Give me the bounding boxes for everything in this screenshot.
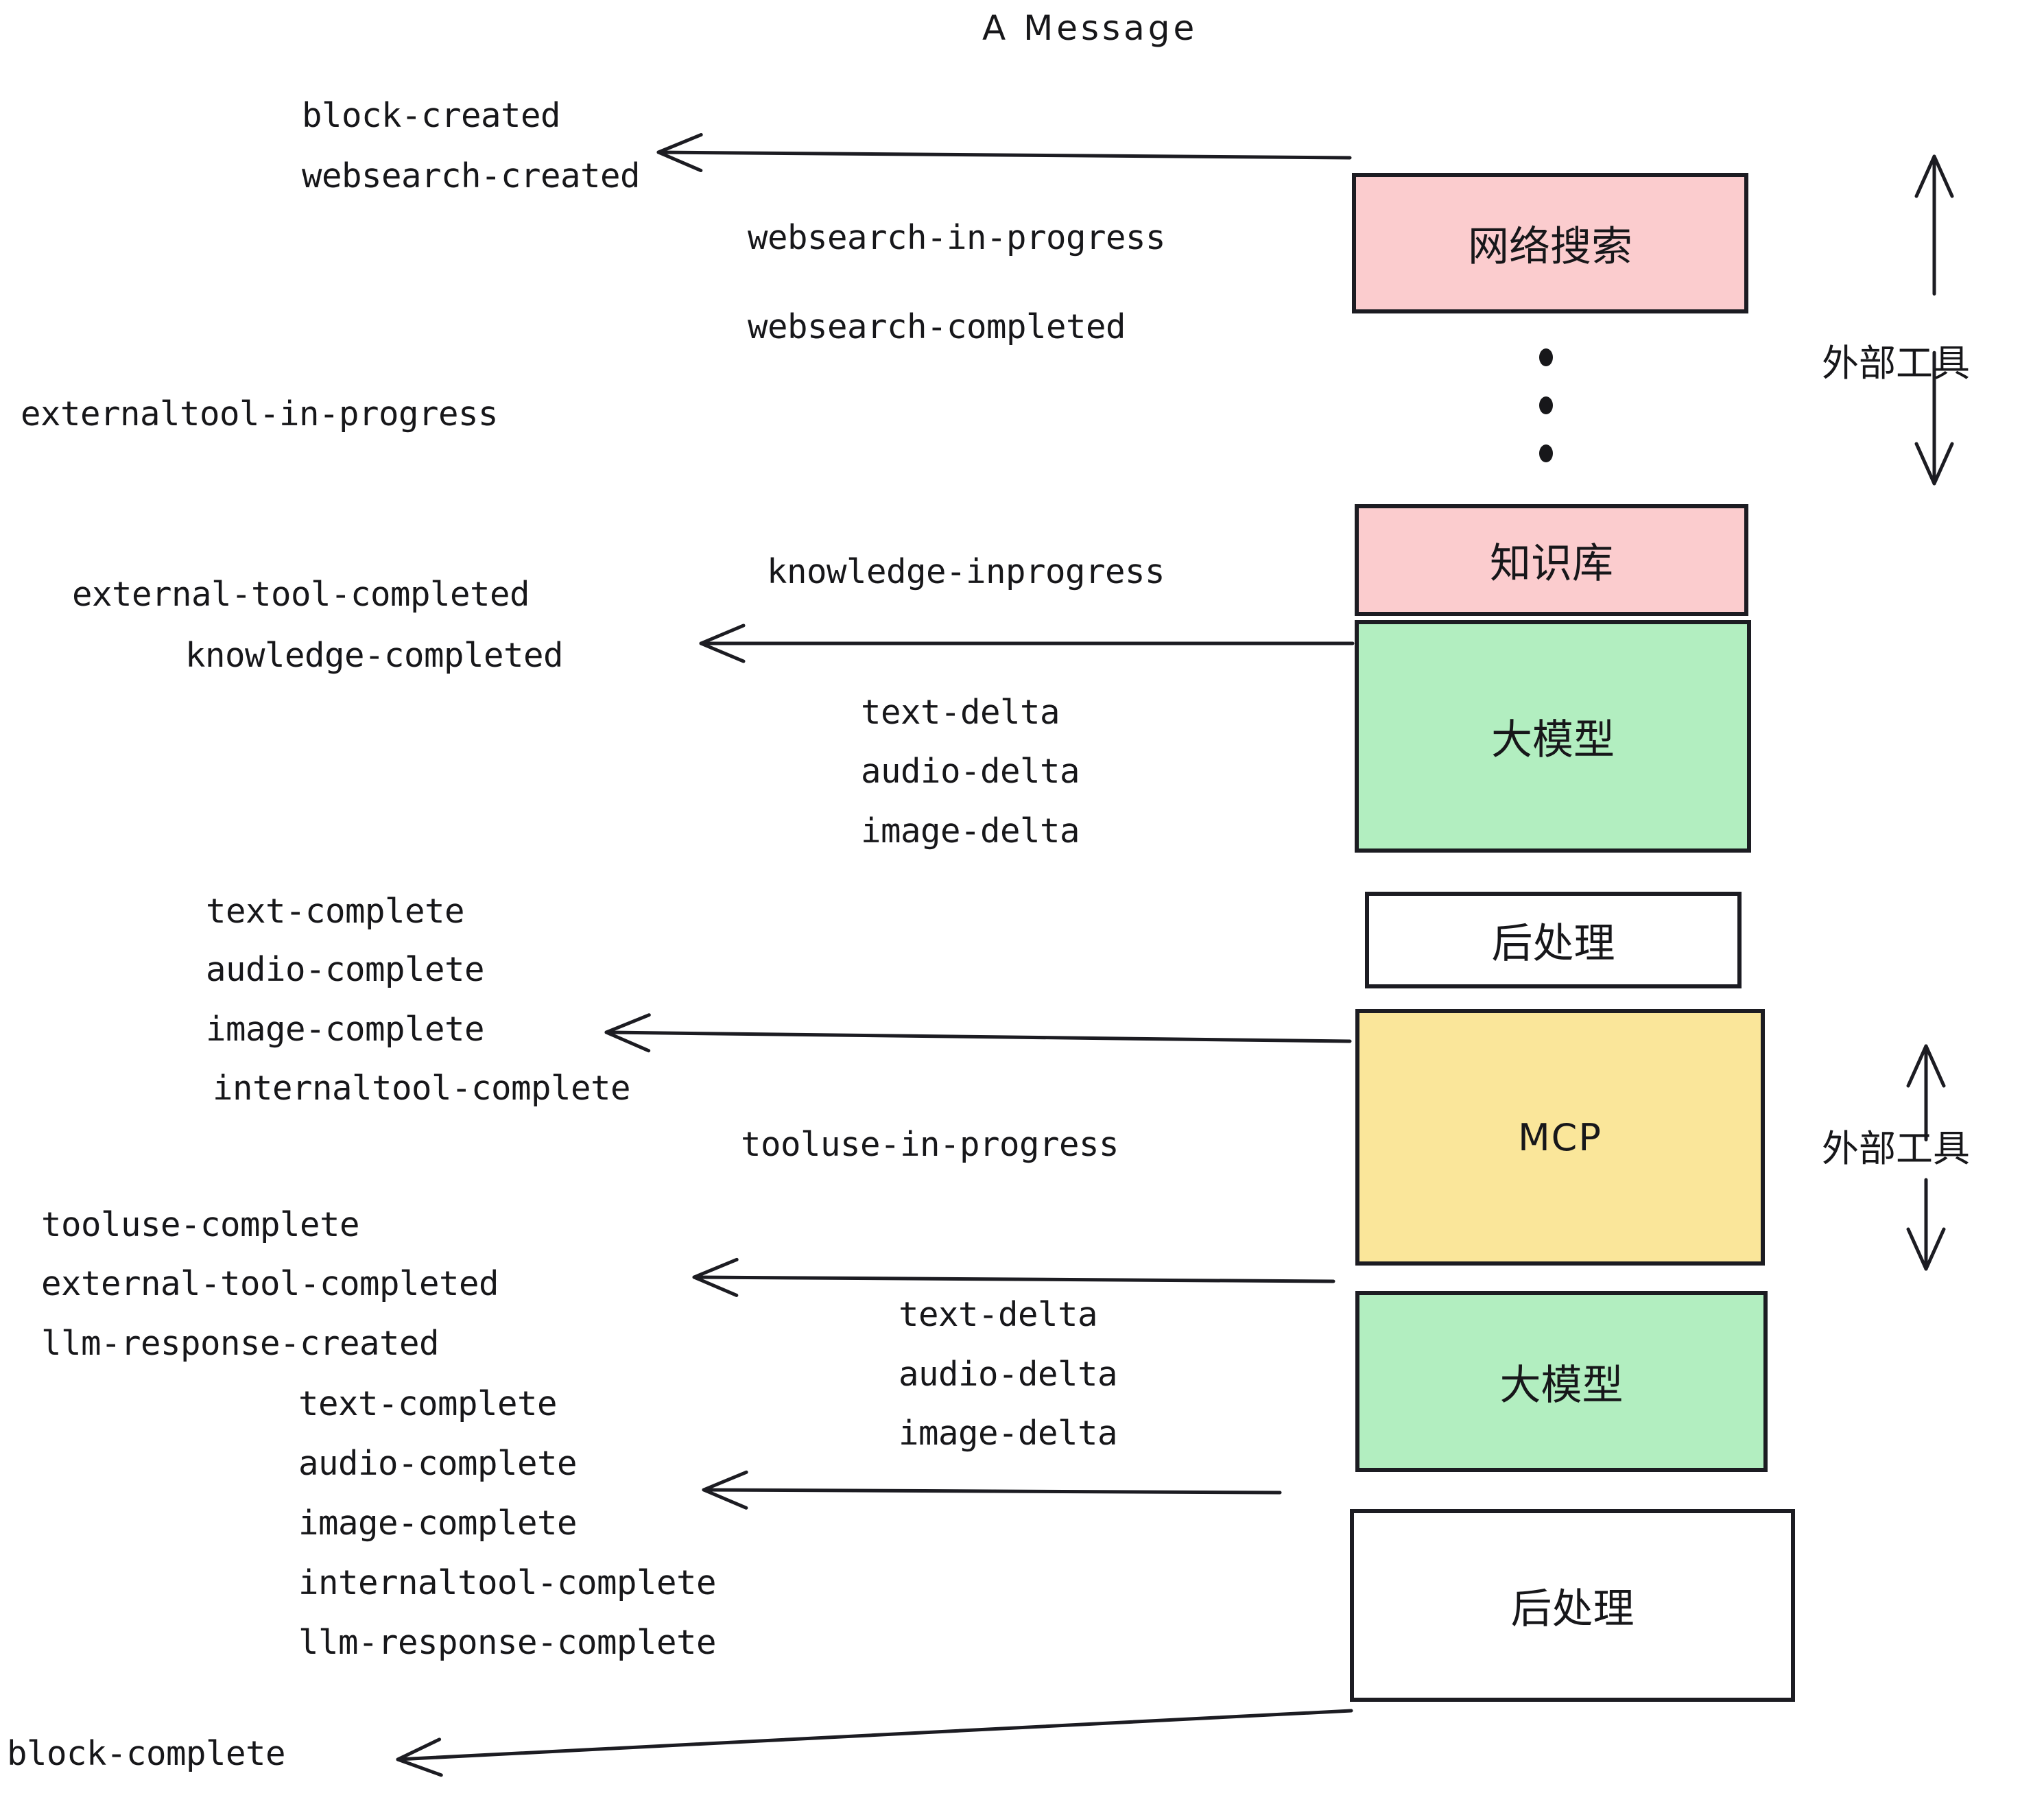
event-label-tooluse-in-progress: tooluse-in-progress bbox=[741, 1125, 1119, 1164]
event-label-text-complete-1: text-complete bbox=[206, 892, 465, 931]
node-box-llm-1: 大模型 bbox=[1355, 620, 1751, 853]
ellipsis-dot-1 bbox=[1539, 348, 1553, 366]
event-label-tooluse-complete: tooluse-complete bbox=[41, 1205, 360, 1244]
node-box-label: 知识库 bbox=[1490, 540, 1613, 588]
event-label-image-complete-2: image-complete bbox=[298, 1504, 578, 1543]
event-label-text-delta-2: text-delta bbox=[899, 1295, 1098, 1334]
event-label-image-delta-2: image-delta bbox=[899, 1414, 1118, 1453]
arrow-audio-complete bbox=[702, 1488, 1282, 1495]
node-box-label: 网络搜索 bbox=[1468, 223, 1632, 271]
arrow-block-complete-head bbox=[396, 1737, 443, 1777]
arrow-block-complete bbox=[396, 1709, 1353, 1761]
event-label-external-tool-completed-2: external-tool-completed bbox=[41, 1264, 499, 1303]
event-label-image-complete-1: image-complete bbox=[206, 1010, 485, 1049]
page-title: A Message bbox=[982, 8, 1198, 48]
arrow-tooluse-complete-head bbox=[692, 1257, 739, 1297]
side-label-external-tools-bottom: 外部工具 bbox=[1822, 1127, 1970, 1170]
external-tools-arrow-bottom-head bbox=[1906, 1227, 1946, 1271]
event-label-websearch-completed: websearch-completed bbox=[748, 307, 1126, 346]
event-label-audio-complete-1: audio-complete bbox=[206, 950, 485, 989]
node-box-label: 大模型 bbox=[1491, 716, 1615, 764]
ellipsis-dot-3 bbox=[1539, 444, 1553, 462]
event-label-image-delta-1: image-delta bbox=[861, 811, 1080, 851]
node-box-mcp: MCP bbox=[1355, 1009, 1765, 1266]
event-label-externaltool-in-progress: externaltool-in-progress bbox=[21, 394, 499, 434]
node-box-label: 后处理 bbox=[1491, 920, 1615, 968]
event-label-llm-response-created: llm-response-created bbox=[41, 1324, 440, 1363]
event-label-audio-complete-2: audio-complete bbox=[298, 1444, 578, 1483]
arrow-image-complete-head bbox=[604, 1013, 651, 1053]
side-label-external-tools-top: 外部工具 bbox=[1822, 342, 1970, 385]
arrow-block-created bbox=[656, 150, 1352, 160]
node-box-websearch: 网络搜索 bbox=[1352, 173, 1748, 313]
event-label-audio-delta-2: audio-delta bbox=[899, 1355, 1118, 1394]
external-tools-arrow-bottom-head bbox=[1906, 1044, 1946, 1088]
node-box-label: MCP bbox=[1518, 1115, 1602, 1159]
event-label-knowledge-inprogress: knowledge-inprogress bbox=[767, 552, 1165, 591]
event-label-text-complete-2: text-complete bbox=[298, 1384, 558, 1423]
event-label-block-created: block-created bbox=[302, 96, 561, 135]
event-label-internaltool-complete-1: internaltool-complete bbox=[213, 1069, 631, 1108]
event-label-internaltool-complete-2: internaltool-complete bbox=[298, 1563, 717, 1602]
ellipsis-dot-2 bbox=[1539, 396, 1553, 414]
event-label-llm-response-complete: llm-response-complete bbox=[298, 1623, 717, 1662]
event-label-websearch-in-progress: websearch-in-progress bbox=[748, 218, 1166, 257]
external-tools-arrow-top-head bbox=[1914, 442, 1954, 486]
arrow-tooluse-complete bbox=[692, 1275, 1335, 1283]
arrow-block-created-head bbox=[656, 132, 703, 173]
node-box-llm-2: 大模型 bbox=[1355, 1291, 1768, 1472]
node-box-label: 后处理 bbox=[1510, 1585, 1635, 1633]
event-label-block-complete: block-complete bbox=[7, 1734, 286, 1773]
event-label-knowledge-completed: knowledge-completed bbox=[185, 636, 564, 675]
event-label-external-tool-completed-1: external-tool-completed bbox=[72, 575, 530, 614]
external-tools-arrow-top-head bbox=[1914, 154, 1954, 198]
node-box-postproc-2: 后处理 bbox=[1350, 1509, 1795, 1702]
node-box-label: 大模型 bbox=[1499, 1361, 1624, 1410]
arrow-audio-complete-head bbox=[702, 1470, 748, 1510]
event-label-text-delta-1: text-delta bbox=[861, 693, 1060, 732]
node-box-knowledge: 知识库 bbox=[1355, 504, 1748, 616]
event-label-audio-delta-1: audio-delta bbox=[861, 752, 1080, 791]
event-label-websearch-created: websearch-created bbox=[302, 156, 641, 195]
arrow-knowledge-completed-head bbox=[699, 624, 746, 663]
node-box-postproc-1: 后处理 bbox=[1365, 892, 1742, 988]
arrow-image-complete bbox=[604, 1030, 1352, 1043]
